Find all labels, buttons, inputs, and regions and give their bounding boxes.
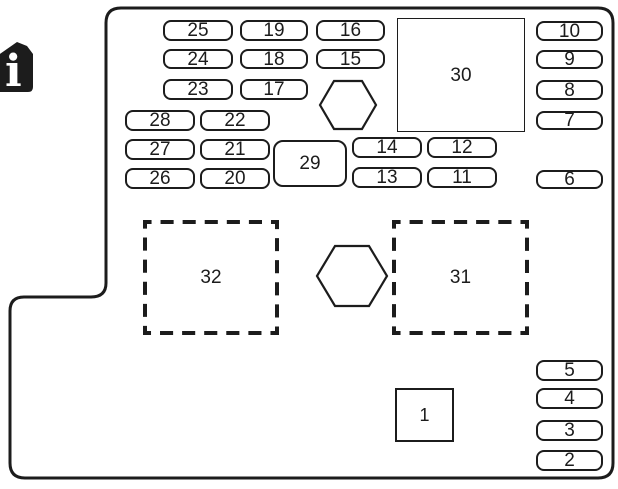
fuse-13: 13 xyxy=(352,167,422,188)
fuse-28: 28 xyxy=(125,110,195,131)
fuse-14: 14 xyxy=(352,137,422,158)
fuse-4: 4 xyxy=(536,388,603,409)
info-book-icon xyxy=(0,42,33,92)
fuse-18: 18 xyxy=(240,49,308,69)
fuse-19: 19 xyxy=(240,20,308,41)
fuse-8: 8 xyxy=(536,80,603,100)
fuse-20: 20 xyxy=(200,168,270,189)
dashed-area-31-border xyxy=(392,220,529,335)
fuse-16: 16 xyxy=(316,20,385,41)
fuse-15: 15 xyxy=(316,49,385,69)
dashed-area-32-border xyxy=(143,220,279,335)
hex-bolt-large xyxy=(315,244,389,308)
info-icon-letter: i xyxy=(5,46,22,97)
hex-bolt-small xyxy=(318,79,378,131)
fuse-5: 5 xyxy=(536,360,603,381)
box-1: 1 xyxy=(395,388,454,442)
fuse-9: 9 xyxy=(536,50,603,69)
fuse-21: 21 xyxy=(200,139,270,160)
relay-box-30: 30 xyxy=(397,18,525,132)
dashed-area-31-label: 31 xyxy=(449,266,472,288)
fuse-24: 24 xyxy=(163,49,233,69)
fuse-17: 17 xyxy=(240,79,308,100)
fuse-6: 6 xyxy=(536,170,603,189)
relay-box-29: 29 xyxy=(273,140,347,187)
fuse-11: 11 xyxy=(427,167,497,188)
fuse-26: 26 xyxy=(125,168,195,189)
dashed-area-32-label: 32 xyxy=(200,266,222,288)
fuse-7: 7 xyxy=(536,111,603,130)
fuse-27: 27 xyxy=(125,139,195,160)
fuse-12: 12 xyxy=(427,137,497,158)
fuse-23: 23 xyxy=(163,79,233,100)
fuse-2: 2 xyxy=(536,450,603,471)
fuse-25: 25 xyxy=(163,20,233,41)
fuse-22: 22 xyxy=(200,110,270,131)
fuse-10: 10 xyxy=(536,21,603,41)
fuse-3: 3 xyxy=(536,420,603,441)
